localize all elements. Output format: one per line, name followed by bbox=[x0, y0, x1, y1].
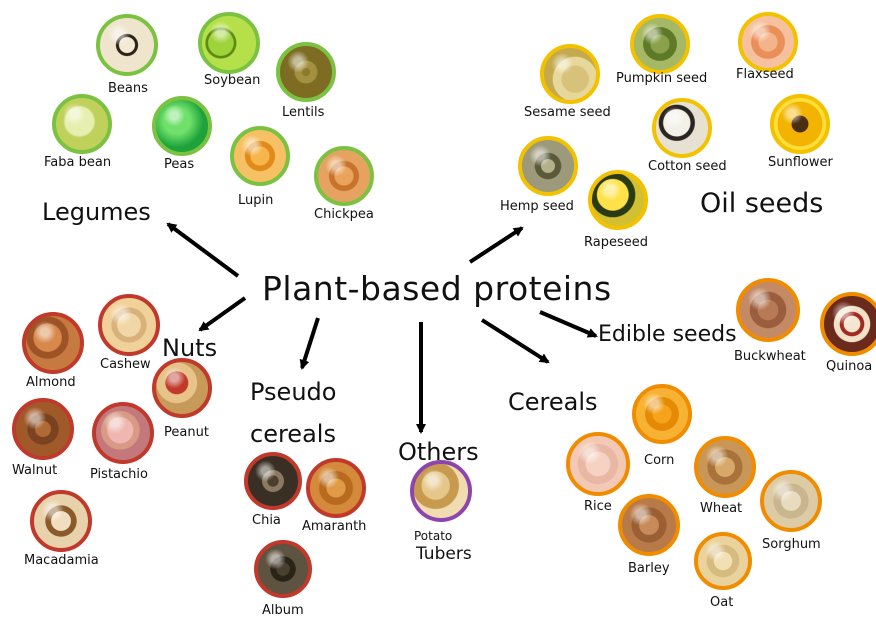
category-legumes: Legumes bbox=[42, 200, 151, 224]
label-peas: Peas bbox=[164, 158, 194, 171]
arrow-to-edible-seeds bbox=[540, 312, 596, 336]
chia-image bbox=[244, 452, 302, 510]
macadamia-image bbox=[30, 490, 92, 552]
label-almond: Almond bbox=[26, 376, 76, 389]
barley-image bbox=[618, 494, 680, 556]
rice-image bbox=[566, 432, 630, 496]
category-pseudo-cereals-line1: Pseudo bbox=[250, 380, 336, 404]
label-oat: Oat bbox=[710, 596, 733, 609]
cashew-image bbox=[98, 294, 160, 356]
corn-image bbox=[632, 384, 692, 444]
category-nuts: Nuts bbox=[162, 336, 217, 360]
almond-image bbox=[22, 312, 84, 374]
label-amaranth: Amaranth bbox=[302, 520, 366, 533]
arrow-to-pseudo-cereals bbox=[302, 318, 318, 368]
label-tubers: Tubers bbox=[416, 546, 472, 563]
pumpkin-seed-image bbox=[630, 14, 690, 74]
label-sorghum: Sorghum bbox=[762, 538, 821, 551]
flaxseed-image bbox=[738, 12, 798, 72]
label-rice: Rice bbox=[584, 500, 612, 513]
arrow-to-nuts bbox=[200, 298, 245, 330]
category-others: Others bbox=[398, 440, 479, 464]
label-corn: Corn bbox=[644, 454, 674, 467]
sunflower-image bbox=[770, 94, 830, 154]
label-rapeseed: Rapeseed bbox=[584, 236, 648, 249]
quinoa-image bbox=[820, 292, 876, 356]
label-album: Album bbox=[262, 604, 304, 617]
label-barley: Barley bbox=[628, 562, 670, 575]
label-macadamia: Macadamia bbox=[24, 554, 99, 567]
label-buckwheat: Buckwheat bbox=[734, 350, 806, 363]
label-peanut: Peanut bbox=[164, 426, 209, 439]
label-pistachio: Pistachio bbox=[90, 468, 148, 481]
album-image bbox=[254, 540, 312, 598]
label-faba-bean: Faba bean bbox=[44, 156, 111, 169]
label-lupin: Lupin bbox=[238, 194, 273, 207]
label-flaxseed: Flaxseed bbox=[736, 68, 794, 81]
category-pseudo-cereals-line2: cereals bbox=[250, 422, 336, 446]
wheat-image bbox=[694, 436, 756, 498]
label-sunflower: Sunflower bbox=[768, 156, 833, 169]
arrow-to-cereals bbox=[482, 320, 548, 362]
peanut-image bbox=[152, 358, 212, 418]
oat-image bbox=[694, 532, 752, 590]
arrow-to-oil-seeds bbox=[470, 228, 522, 262]
arrow-to-legumes bbox=[168, 224, 238, 276]
lupin-image bbox=[230, 126, 290, 186]
chickpea-image bbox=[314, 146, 374, 206]
label-pumpkin-seed: Pumpkin seed bbox=[616, 72, 707, 85]
label-cotton-seed: Cotton seed bbox=[648, 160, 727, 173]
category-edible-seeds: Edible seeds bbox=[598, 324, 737, 346]
category-cereals: Cereals bbox=[508, 390, 598, 414]
diagram-title: Plant-based proteins bbox=[262, 272, 612, 305]
beans-image bbox=[96, 14, 158, 76]
label-chickpea: Chickpea bbox=[314, 208, 374, 221]
label-beans: Beans bbox=[108, 82, 148, 95]
label-cashew: Cashew bbox=[100, 358, 151, 371]
rapeseed-image bbox=[588, 170, 648, 230]
cotton-seed-image bbox=[652, 98, 712, 158]
label-hemp-seed: Hemp seed bbox=[500, 200, 574, 213]
walnut-image bbox=[12, 398, 74, 460]
sorghum-image bbox=[760, 470, 822, 532]
amaranth-image bbox=[306, 458, 366, 518]
buckwheat-image bbox=[736, 278, 800, 342]
faba-bean-image bbox=[52, 94, 112, 154]
hemp-seed-image bbox=[518, 136, 578, 196]
potato-image bbox=[410, 460, 472, 522]
category-oil-seeds: Oil seeds bbox=[700, 190, 823, 217]
sesame-seed-image bbox=[540, 44, 600, 104]
pistachio-image bbox=[92, 402, 154, 464]
label-soybean: Soybean bbox=[204, 74, 260, 87]
label-lentils: Lentils bbox=[282, 106, 324, 119]
label-quinoa: Quinoa bbox=[826, 360, 872, 373]
label-walnut: Walnut bbox=[12, 464, 57, 477]
lentils-image bbox=[276, 42, 336, 102]
label-chia: Chia bbox=[252, 514, 281, 527]
label-sesame-seed: Sesame seed bbox=[524, 106, 611, 119]
soybean-image bbox=[198, 12, 260, 74]
label-wheat: Wheat bbox=[700, 502, 742, 515]
peas-image bbox=[152, 96, 212, 156]
label-potato: Potato bbox=[414, 530, 452, 542]
